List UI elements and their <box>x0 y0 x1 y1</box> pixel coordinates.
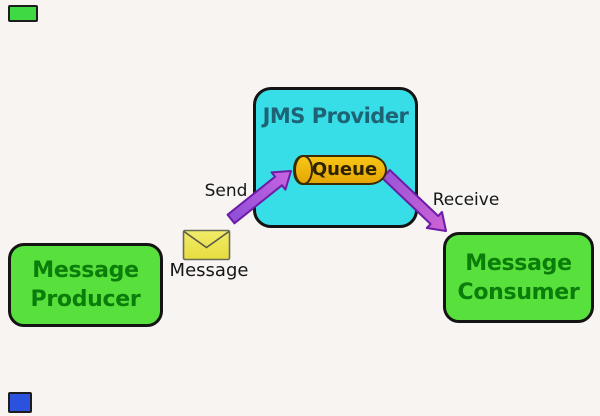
receive-arrow-icon <box>381 169 447 232</box>
producer-label-line1: Message <box>32 258 139 283</box>
queue-label: Queue <box>311 159 378 180</box>
message-consumer-node: Message Consumer <box>443 232 594 323</box>
envelope-icon <box>182 229 231 261</box>
message-label: Message <box>169 260 249 281</box>
consumer-label-line2: Consumer <box>457 279 580 305</box>
jms-provider-node: JMS Provider <box>253 87 418 228</box>
queue-cylinder-icon <box>292 155 388 185</box>
send-label: Send <box>204 181 248 201</box>
send-arrow-icon <box>226 170 292 225</box>
decor-blue-fragment <box>8 392 32 413</box>
message-producer-node: Message Producer <box>8 243 163 327</box>
queue-cylinder-endcap <box>294 155 313 185</box>
receive-label: Receive <box>432 190 500 210</box>
consumer-label-line1: Message <box>465 250 572 276</box>
jms-provider-label: JMS Provider <box>262 104 409 128</box>
decor-green-fragment <box>8 5 38 22</box>
producer-label-line2: Producer <box>30 287 141 312</box>
